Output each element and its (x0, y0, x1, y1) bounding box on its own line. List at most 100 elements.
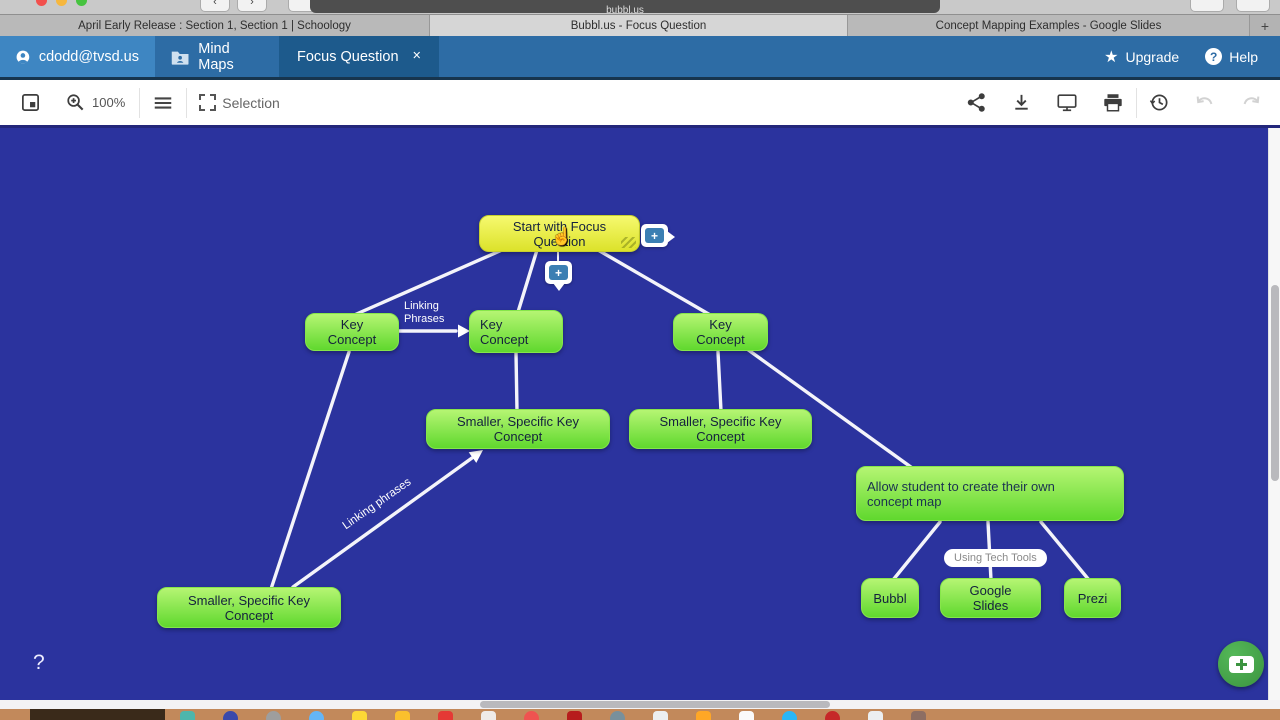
dock-icon[interactable] (438, 711, 453, 720)
add-bubble-fab[interactable] (1218, 641, 1264, 687)
nav-mind-maps[interactable]: Mind Maps (155, 36, 279, 77)
dock-icon[interactable] (266, 711, 281, 720)
close-window-icon[interactable] (36, 0, 47, 6)
add-sibling-bubble-tag: + (641, 224, 675, 247)
zoom-in-icon (67, 94, 84, 111)
selection-label: Selection (222, 94, 280, 111)
selection-tool-button[interactable] (187, 80, 228, 125)
dock-icon[interactable] (223, 711, 238, 720)
dock-icon[interactable] (352, 711, 367, 720)
horizontal-scrollbar[interactable] (0, 700, 1280, 709)
folder-icon (171, 51, 189, 65)
dock-icon[interactable] (868, 711, 883, 720)
address-bar[interactable]: bubbl.us (310, 0, 940, 14)
document-tab-focus-question[interactable]: Focus Question × (279, 36, 439, 77)
dock-icon[interactable] (610, 711, 625, 720)
monitor-icon (1057, 94, 1077, 112)
menu-button[interactable] (140, 80, 186, 125)
dock-icon[interactable] (567, 711, 582, 720)
toolbar-separator (1136, 87, 1137, 118)
dock-icon[interactable] (395, 711, 410, 720)
nav-mind-maps-label: Mind Maps (198, 40, 234, 73)
node-label: Start with Focus Question (512, 218, 607, 249)
dock-icon[interactable] (782, 711, 797, 720)
dock-icon[interactable] (653, 711, 668, 720)
question-circle-icon: ? (1205, 48, 1223, 65)
header-right: ★ Upgrade ? Help (1104, 36, 1280, 77)
dock-shadow (30, 709, 165, 720)
node-smaller-key-concept-bottom[interactable]: Smaller, Specific Key Concept (157, 587, 341, 628)
node-allow-student[interactable]: Allow student to create their own concep… (856, 466, 1124, 521)
forward-button[interactable]: › (237, 0, 267, 12)
browser-tab-google-slides[interactable]: Concept Mapping Examples - Google Slides (848, 15, 1250, 36)
node-bubbl[interactable]: Bubbl (861, 578, 919, 618)
horizontal-scrollbar-thumb[interactable] (480, 701, 830, 708)
dock-icon[interactable] (825, 711, 840, 720)
browser-tab-bubbl[interactable]: Bubbl.us - Focus Question (430, 15, 848, 36)
node-prezi[interactable]: Prezi (1064, 578, 1121, 618)
vertical-scrollbar[interactable] (1268, 128, 1280, 700)
download-button[interactable] (999, 92, 1044, 113)
star-icon: ★ (1104, 48, 1119, 66)
add-bubble-button[interactable]: + (549, 265, 568, 280)
node-smaller-key-concept-right[interactable]: Smaller, Specific Key Concept (629, 409, 812, 449)
node-label: Smaller, Specific Key Concept (659, 414, 782, 444)
add-bubble-button[interactable]: + (645, 228, 664, 243)
resize-handle[interactable] (621, 237, 636, 248)
add-child-bubble-tag: + (545, 261, 572, 291)
new-tab-button[interactable]: + (1260, 17, 1270, 34)
fit-to-screen-button[interactable] (8, 80, 53, 125)
close-document-icon[interactable]: × (412, 48, 422, 65)
help-hint[interactable]: ? (33, 651, 45, 674)
download-icon (1015, 94, 1028, 110)
dock-icon[interactable] (696, 711, 711, 720)
account-menu[interactable]: cdodd@tvsd.us (0, 36, 155, 77)
node-label: Bubbl (873, 590, 907, 606)
maximize-window-icon[interactable] (76, 0, 87, 6)
share-button[interactable] (954, 92, 999, 113)
back-button[interactable]: ‹ (200, 0, 230, 12)
dock-icon[interactable] (481, 711, 496, 720)
browser-tab-schoology[interactable]: April Early Release : Section 1, Section… (0, 15, 430, 36)
upgrade-button[interactable]: ★ Upgrade (1104, 47, 1179, 67)
account-email: cdodd@tvsd.us (38, 48, 139, 65)
share-page-icon[interactable] (1190, 0, 1224, 12)
dock-icon[interactable] (739, 711, 754, 720)
print-button[interactable] (1090, 92, 1136, 113)
present-button[interactable] (1044, 92, 1090, 113)
node-smaller-key-concept-left[interactable]: Smaller, Specific Key Concept (426, 409, 610, 449)
cursor-icon: ☝ (551, 227, 573, 246)
toolbar-separator (139, 87, 141, 118)
node-label: Smaller, Specific Key Concept (456, 414, 580, 444)
node-key-concept-right[interactable]: Key Concept (673, 313, 768, 351)
history-clock-icon (1149, 94, 1168, 111)
node-google-slides[interactable]: Google Slides (940, 578, 1041, 618)
dock-icon[interactable] (309, 711, 324, 720)
dock-icon[interactable] (180, 711, 195, 720)
dock-icon[interactable] (911, 711, 926, 720)
history-button[interactable] (1137, 92, 1182, 113)
node-label: Key Concept (696, 317, 745, 347)
zoom-button[interactable] (53, 80, 98, 125)
minimize-window-icon[interactable] (56, 0, 67, 6)
node-start-focus-question[interactable]: Start with Focus Question (479, 215, 640, 252)
help-button[interactable]: ? Help (1205, 48, 1258, 65)
node-label: Key Concept (327, 317, 377, 347)
using-tech-tools-label: Using Tech Tools (944, 549, 1047, 567)
node-key-concept-middle[interactable]: Key Concept (469, 310, 563, 353)
vertical-scrollbar-thumb[interactable] (1271, 285, 1279, 481)
dock-icon[interactable] (524, 711, 539, 720)
printer-icon (1104, 94, 1122, 112)
tab-overview-icon[interactable] (1236, 0, 1270, 12)
share-icon (967, 93, 985, 112)
node-label: Allow student to create their own concep… (867, 478, 1055, 509)
undo-icon (1196, 95, 1213, 104)
hamburger-menu-icon (155, 96, 172, 109)
mind-map-canvas[interactable]: Linking Phrases Linking phrases Using Te… (0, 128, 1280, 700)
map-toolbar: 100% Selection (0, 80, 1280, 128)
undo-button[interactable] (1182, 93, 1228, 113)
redo-button[interactable] (1228, 93, 1274, 113)
node-key-concept-left[interactable]: Key Concept (305, 313, 399, 351)
browser-toolbar: ‹ › bubbl.us (0, 0, 1280, 14)
